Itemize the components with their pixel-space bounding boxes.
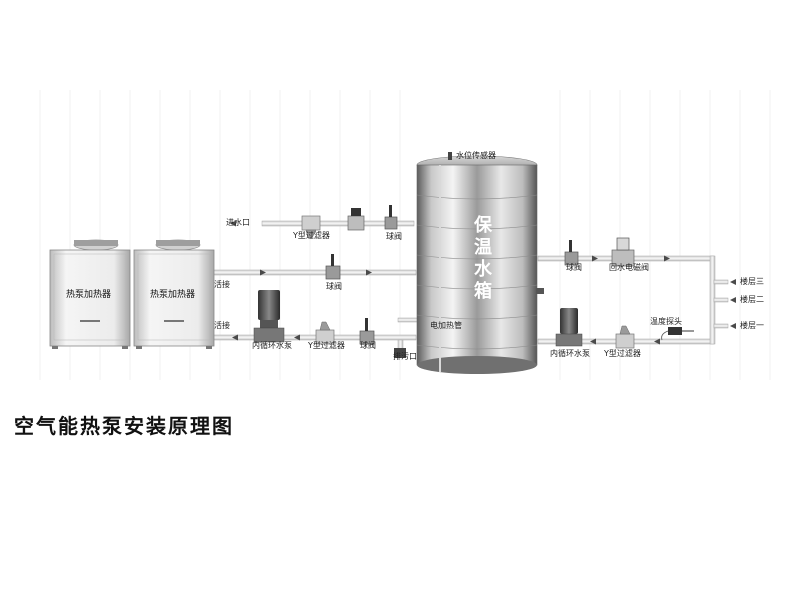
left-filter-label: Y型过滤器: [308, 341, 345, 350]
inlet-valve-label: 球阀: [386, 232, 402, 241]
right-y-filter-icon: [615, 325, 635, 349]
arrow-icon: [260, 269, 266, 276]
right-pump-icon: [555, 308, 583, 347]
upper-left-pipe: [211, 269, 417, 276]
arrow-icon: [592, 255, 598, 262]
arrow-icon: [366, 269, 372, 276]
temp-probe-label: 温度探头: [650, 317, 682, 326]
union-top-label: 活接: [214, 280, 230, 289]
floor-branch-2: [713, 297, 729, 303]
tank-label: 保温水箱: [474, 215, 492, 302]
inlet-label: 进水口: [226, 218, 250, 227]
insulated-tank: [416, 152, 544, 374]
heat-pump-unit-1: [49, 239, 131, 349]
right-ball-valve-icon: [564, 240, 579, 266]
arrow-icon: [232, 334, 238, 341]
union-bottom-label: 活接: [214, 321, 230, 330]
left-valve-label: 球阀: [360, 341, 376, 350]
arrow-icon: [590, 338, 596, 345]
floor-2-label: 楼层二: [740, 295, 764, 304]
inlet-filter-label: Y型过滤器: [293, 231, 330, 240]
level-sensor-icon: [448, 152, 452, 160]
floor-3-label: 楼层三: [740, 277, 764, 286]
arrow-icon: [730, 297, 736, 303]
arrow-icon: [730, 279, 736, 285]
floor-branch-1: [713, 323, 729, 329]
inlet-pipe: [261, 220, 415, 227]
flow-arrows: [230, 220, 736, 345]
left-ball-valve-icon: [359, 318, 375, 345]
heater-pipe-label: 电加热管: [430, 321, 462, 330]
diagram-title: 空气能热泵安装原理图: [14, 414, 234, 438]
left-pump-label: 内循环水泵: [252, 341, 292, 350]
heat-pump-unit-2: [133, 239, 215, 349]
temperature-probe-icon: [661, 327, 694, 341]
arrow-icon: [230, 220, 236, 227]
arrow-icon: [294, 334, 300, 341]
level-sensor-label: 水位传感器: [456, 151, 496, 160]
floor-1-label: 楼层一: [740, 321, 764, 330]
floor-branch-3: [713, 279, 729, 285]
lower-left-pipe: [211, 334, 417, 341]
left-pump-icon: [253, 290, 285, 343]
right-valve-label: 球阀: [566, 263, 582, 272]
mid-valve-label: 球阀: [326, 282, 342, 291]
inlet-y-filter-icon: [301, 215, 321, 239]
return-solenoid-valve-icon: [611, 237, 635, 267]
inlet-gate-valve-icon: [347, 208, 365, 231]
right-filter-label: Y型过滤器: [604, 349, 641, 358]
return-valve-label: 回水电磁阀: [609, 263, 649, 272]
right-pump-label: 内循环水泵: [550, 349, 590, 358]
drain-label: 排污口: [393, 352, 417, 361]
arrow-icon: [664, 255, 670, 262]
drain-valve-icon: [394, 348, 406, 358]
mid-ball-valve-icon: [325, 254, 341, 280]
arrow-icon: [730, 323, 736, 329]
left-y-filter-icon: [315, 321, 335, 345]
arrow-icon: [654, 338, 660, 345]
inlet-ball-valve-icon: [384, 205, 398, 230]
heater-1-label: 热泵加热器: [66, 290, 112, 300]
heater-2-label: 热泵加热器: [150, 290, 196, 300]
